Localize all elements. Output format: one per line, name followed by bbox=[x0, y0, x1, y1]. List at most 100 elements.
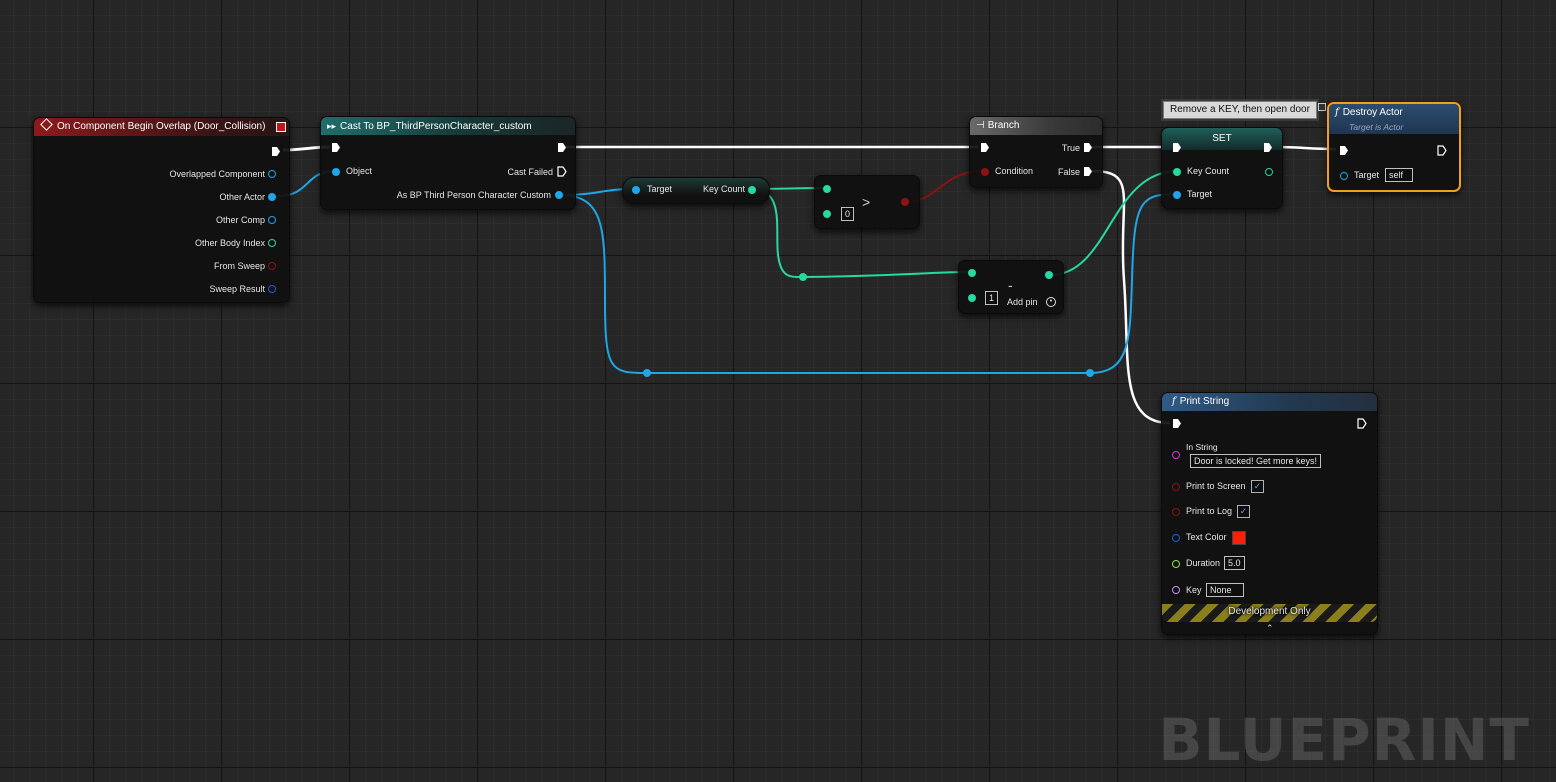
branch-false-pin[interactable] bbox=[1083, 166, 1093, 177]
branch-condition-pin[interactable] bbox=[981, 168, 989, 176]
cast-exec-out-pin[interactable] bbox=[557, 142, 567, 153]
cast-as-pin[interactable] bbox=[555, 191, 563, 199]
cast-node-header[interactable]: ▸▸Cast To BP_ThirdPersonCharacter_custom bbox=[321, 117, 575, 135]
event-node-begin-overlap[interactable]: On Component Begin Overlap (Door_Collisi… bbox=[33, 117, 290, 303]
pin-other-comp[interactable] bbox=[268, 216, 276, 224]
subtract-input-a-pin[interactable] bbox=[968, 269, 976, 277]
get-key-count-pin[interactable] bbox=[748, 186, 756, 194]
add-pin-icon[interactable]: • bbox=[1046, 297, 1056, 307]
print-text-color-label: Text Color bbox=[1186, 532, 1227, 542]
event-node-header[interactable]: On Component Begin Overlap (Door_Collisi… bbox=[34, 118, 289, 136]
exec-wire-false-to-print bbox=[1091, 169, 1171, 425]
greater-default-value-field[interactable]: 0 bbox=[841, 207, 855, 221]
collapse-chevron-icon[interactable]: ⌃ bbox=[1266, 623, 1274, 633]
cast-failed-label: Cast Failed bbox=[507, 167, 553, 177]
function-icon: f bbox=[1335, 107, 1339, 118]
branch-true-pin[interactable] bbox=[1083, 142, 1093, 153]
destroy-node-title: Destroy Actor bbox=[1342, 107, 1403, 118]
print-to-screen-pin[interactable] bbox=[1172, 483, 1180, 491]
print-duration-pin[interactable] bbox=[1172, 560, 1180, 568]
greater-than-node[interactable]: 0 > bbox=[814, 175, 920, 229]
cast-node[interactable]: ▸▸Cast To BP_ThirdPersonCharacter_custom… bbox=[320, 116, 576, 210]
development-only-banner: Development Only bbox=[1162, 604, 1377, 622]
cast-exec-in-pin[interactable] bbox=[331, 142, 341, 153]
pin-label-other-comp: Other Comp bbox=[215, 215, 265, 225]
reroute-knot-int bbox=[799, 273, 807, 281]
greater-result-pin[interactable] bbox=[901, 198, 909, 206]
pin-label-from-sweep: From Sweep bbox=[213, 261, 265, 271]
set-key-count-out-pin[interactable] bbox=[1265, 168, 1273, 176]
print-in-string-pin[interactable] bbox=[1172, 451, 1180, 459]
print-to-log-checkbox[interactable]: ✓ bbox=[1237, 505, 1250, 518]
pin-sweep-result[interactable] bbox=[268, 285, 276, 293]
subtract-default-value-field[interactable]: 1 bbox=[985, 291, 999, 305]
print-key-field[interactable]: None bbox=[1206, 583, 1244, 597]
print-node-title: Print String bbox=[1179, 396, 1230, 407]
comment-bubble[interactable]: Remove a KEY, then open door bbox=[1163, 101, 1317, 119]
subtract-node[interactable]: 1 - Add pin • bbox=[958, 260, 1064, 314]
reroute-knot-right bbox=[1086, 369, 1094, 377]
branch-node-title: Branch bbox=[987, 120, 1020, 131]
branch-exec-in-pin[interactable] bbox=[980, 142, 990, 153]
greater-input-b-pin[interactable] bbox=[823, 210, 831, 218]
pin-from-sweep[interactable] bbox=[268, 262, 276, 270]
destroy-target-pin[interactable] bbox=[1340, 172, 1348, 180]
delegate-square-icon[interactable] bbox=[276, 122, 286, 132]
get-target-label: Target bbox=[647, 184, 673, 194]
print-to-log-label: Print to Log bbox=[1186, 506, 1233, 516]
greater-operator: > bbox=[862, 194, 871, 210]
set-node[interactable]: SET Key Count Target bbox=[1161, 127, 1283, 209]
set-target-pin[interactable] bbox=[1173, 191, 1181, 199]
set-target-label: Target bbox=[1187, 189, 1213, 199]
exec-out-pin[interactable] bbox=[271, 146, 281, 157]
cast-object-pin[interactable] bbox=[332, 168, 340, 176]
print-to-screen-checkbox[interactable]: ✓ bbox=[1251, 480, 1264, 493]
cast-failed-exec-pin[interactable] bbox=[557, 166, 567, 177]
get-key-count-label: Key Count bbox=[702, 184, 745, 194]
print-text-color-swatch[interactable] bbox=[1232, 531, 1246, 545]
pin-overlapped-component[interactable] bbox=[268, 170, 276, 178]
pin-other-body-index[interactable] bbox=[268, 239, 276, 247]
destroy-target-value-field[interactable]: self bbox=[1385, 168, 1413, 182]
subtract-input-b-pin[interactable] bbox=[968, 294, 976, 302]
comment-toggle-icon[interactable] bbox=[1318, 103, 1326, 111]
set-key-count-in-pin[interactable] bbox=[1173, 168, 1181, 176]
greater-input-a-pin[interactable] bbox=[823, 185, 831, 193]
pin-label-other-body-index: Other Body Index bbox=[194, 238, 265, 248]
subtract-result-pin[interactable] bbox=[1045, 271, 1053, 279]
cast-arrows-icon: ▸▸ bbox=[327, 121, 337, 131]
branch-icon: ⊣ bbox=[976, 120, 985, 131]
print-to-screen-label: Print to Screen bbox=[1186, 481, 1246, 491]
print-text-color-pin[interactable] bbox=[1172, 534, 1180, 542]
subtract-operator: - bbox=[1008, 277, 1013, 293]
print-exec-out-pin[interactable] bbox=[1357, 418, 1367, 429]
get-target-pin[interactable] bbox=[632, 186, 640, 194]
branch-true-label: True bbox=[1061, 143, 1080, 153]
set-exec-in-pin[interactable] bbox=[1172, 142, 1182, 153]
destroy-exec-out-pin[interactable] bbox=[1437, 145, 1447, 156]
get-key-count-node[interactable]: Target Key Count bbox=[622, 177, 770, 204]
print-in-string-field[interactable]: Door is locked! Get more keys! bbox=[1190, 454, 1322, 468]
print-duration-field[interactable]: 5.0 bbox=[1224, 556, 1245, 570]
pin-label-overlapped-component: Overlapped Component bbox=[169, 169, 265, 179]
set-exec-out-pin[interactable] bbox=[1263, 142, 1273, 153]
print-key-label: Key bbox=[1186, 585, 1202, 595]
print-in-string-label: In String bbox=[1186, 442, 1218, 452]
branch-node-header[interactable]: ⊣Branch bbox=[970, 117, 1102, 135]
add-pin-label[interactable]: Add pin bbox=[1007, 297, 1038, 307]
reroute-knot-left bbox=[643, 369, 651, 377]
destroy-exec-in-pin[interactable] bbox=[1339, 145, 1349, 156]
event-diamond-icon bbox=[40, 118, 53, 131]
set-node-header[interactable]: SET bbox=[1162, 128, 1282, 150]
print-to-log-pin[interactable] bbox=[1172, 508, 1180, 516]
set-key-count-label: Key Count bbox=[1187, 166, 1230, 176]
print-exec-in-pin[interactable] bbox=[1172, 418, 1182, 429]
branch-node[interactable]: ⊣Branch True Condition False bbox=[969, 116, 1103, 188]
pin-other-actor[interactable] bbox=[268, 193, 276, 201]
destroy-target-label: Target bbox=[1354, 170, 1380, 180]
print-key-pin[interactable] bbox=[1172, 586, 1180, 594]
